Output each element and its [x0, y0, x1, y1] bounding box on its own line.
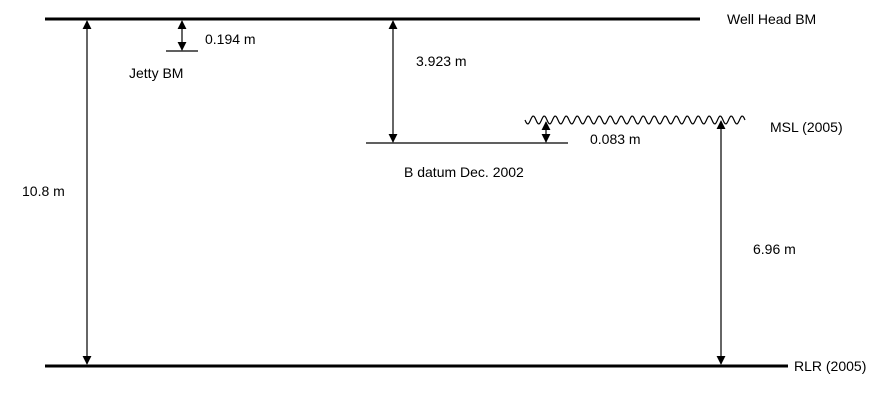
- dimension-label-10-8: 10.8 m: [22, 183, 65, 199]
- well-head-bm-label: Well Head BM: [727, 11, 816, 27]
- b-datum-label: B datum Dec. 2002: [404, 164, 524, 180]
- jetty-bm-label: Jetty BM: [129, 65, 183, 81]
- msl-label: MSL (2005): [770, 119, 843, 135]
- dimension-label-0-194: 0.194 m: [205, 31, 256, 47]
- msl-wave-line: [524, 115, 746, 125]
- dimension-label-3-923: 3.923 m: [416, 53, 467, 69]
- dimension-label-6-96: 6.96 m: [753, 241, 796, 257]
- dimension-label-0-083: 0.083 m: [590, 131, 641, 147]
- rlr-label: RLR (2005): [794, 358, 866, 374]
